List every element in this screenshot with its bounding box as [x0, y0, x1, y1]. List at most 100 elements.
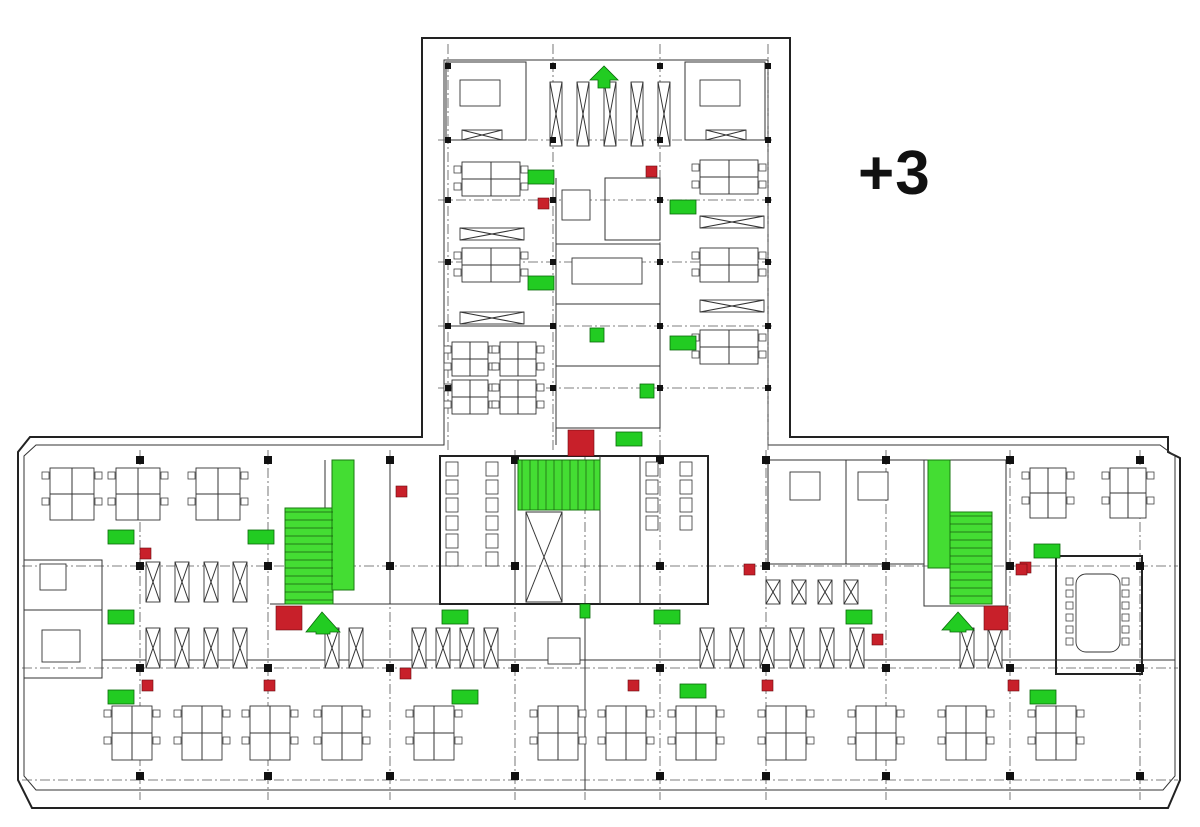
chair: [1121, 625, 1130, 634]
desk-cross: [576, 81, 590, 147]
desk-cross: [459, 311, 525, 325]
chair: [757, 736, 766, 745]
chair: [691, 251, 700, 260]
chair: [454, 736, 463, 745]
chair: [578, 709, 587, 718]
fire-extinguisher: [871, 633, 884, 646]
column: [1136, 456, 1144, 464]
chair: [240, 497, 249, 506]
column: [445, 137, 451, 143]
exit-sign: [1033, 543, 1061, 559]
meeting-table: [561, 189, 591, 221]
fire-hose-cabinet: [983, 605, 1009, 631]
column: [762, 456, 770, 464]
chair: [103, 709, 112, 718]
desk-cross: [765, 579, 781, 605]
column: [657, 259, 663, 265]
chair: [1121, 613, 1130, 622]
chair: [222, 709, 231, 718]
column: [136, 772, 144, 780]
structural-columns: [136, 63, 1144, 780]
chair: [107, 471, 116, 480]
desk-cross: [348, 627, 364, 669]
exit-sign: [669, 199, 697, 215]
column: [657, 385, 663, 391]
desk-cross: [459, 227, 525, 241]
chair: [646, 709, 655, 718]
column: [765, 385, 771, 391]
building-outline: [17, 37, 1181, 809]
desk-cross: [817, 579, 833, 605]
column: [264, 456, 272, 464]
first-aid-sign: [639, 383, 655, 399]
column: [1136, 562, 1144, 570]
chair: [290, 709, 299, 718]
chair: [152, 736, 161, 745]
chair: [597, 709, 606, 718]
evacuation-signs: [107, 65, 1061, 705]
chair: [405, 736, 414, 745]
chair: [160, 471, 169, 480]
chair: [1065, 637, 1074, 646]
chair: [520, 165, 529, 174]
toilet: [679, 479, 693, 495]
toilet: [679, 461, 693, 477]
stair-east: [949, 511, 993, 605]
chair: [1065, 613, 1074, 622]
office-desk: [789, 471, 821, 501]
fire-extinguisher: [139, 547, 152, 560]
toilet: [485, 533, 499, 549]
column: [656, 456, 664, 464]
desk-cross: [789, 627, 805, 669]
column: [445, 63, 451, 69]
desk-cross: [145, 627, 161, 669]
meeting-table: [571, 257, 643, 285]
fire-extinguisher: [645, 165, 658, 178]
chair: [443, 400, 452, 409]
column: [136, 562, 144, 570]
chair: [362, 736, 371, 745]
chair: [1027, 709, 1036, 718]
chair: [1065, 577, 1074, 586]
column: [657, 197, 663, 203]
column: [511, 456, 519, 464]
chair: [443, 345, 452, 354]
chair: [41, 471, 50, 480]
column: [445, 259, 451, 265]
chair: [536, 345, 545, 354]
furniture: [39, 79, 1155, 761]
column: [656, 664, 664, 672]
column: [1006, 664, 1014, 672]
toilet: [445, 551, 459, 567]
meeting-table: [41, 629, 81, 663]
chair: [520, 268, 529, 277]
chair: [529, 709, 538, 718]
chair: [597, 736, 606, 745]
fire-extinguisher: [263, 679, 276, 692]
column: [1006, 456, 1014, 464]
desk-cross: [791, 579, 807, 605]
toilet: [485, 461, 499, 477]
chair: [362, 709, 371, 718]
column: [882, 664, 890, 672]
desk-cross: [699, 215, 765, 229]
desk-cross: [959, 627, 975, 669]
column: [656, 772, 664, 780]
chair: [1065, 589, 1074, 598]
desk-cross: [549, 81, 563, 147]
chair: [1065, 601, 1074, 610]
elevator-shaft: [525, 511, 563, 603]
column: [264, 772, 272, 780]
stair-west-run: [331, 459, 355, 591]
exit-sign: [107, 689, 135, 705]
desk-cross: [603, 81, 617, 147]
column: [765, 137, 771, 143]
column: [264, 562, 272, 570]
column: [765, 323, 771, 329]
column: [657, 323, 663, 329]
fire-extinguisher: [399, 667, 412, 680]
chair: [313, 736, 322, 745]
office-desk: [39, 563, 67, 591]
exit-sign: [653, 609, 681, 625]
